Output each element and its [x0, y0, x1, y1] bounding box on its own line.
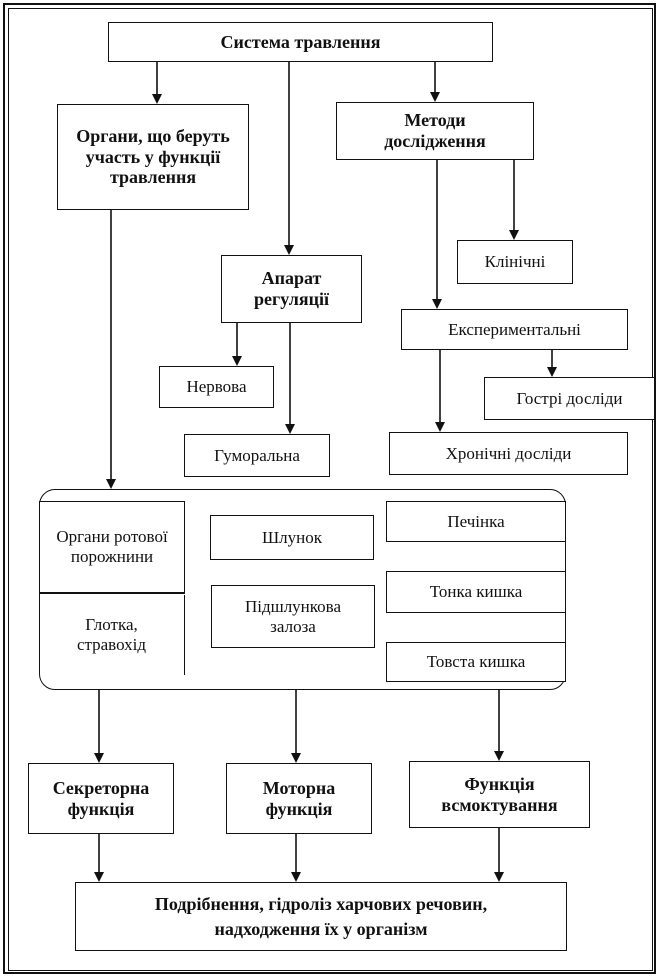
chronic-node: Хронічні досліди: [389, 432, 628, 475]
organ-liver: Печінка: [386, 501, 566, 542]
organ-large-intestine: Товста кишка: [386, 642, 566, 682]
result-node: Подрібнення, гідроліз харчових речовин, …: [75, 882, 567, 951]
inner-frame: [8, 8, 653, 971]
root-node: Система травлення: [108, 22, 493, 62]
motor-node: Моторна функція: [226, 763, 372, 834]
humoral-node: Гуморальна: [184, 434, 330, 477]
organ-stomach: Шлунок: [210, 515, 374, 560]
organ-oral: Органи ротової порожнини: [39, 501, 185, 593]
regulation-node: Апарат регуляції: [221, 255, 362, 323]
secretory-node: Секреторна функція: [28, 763, 174, 834]
methods-node: Методи дослідження: [336, 102, 534, 160]
nervous-node: Нервова: [159, 366, 274, 408]
organ-divider: [39, 593, 185, 594]
organs-node: Органи, що беруть участь у функції травл…: [57, 104, 249, 210]
organ-pancreas: Підшлункова залоза: [211, 585, 375, 648]
clinical-node: Клінічні: [457, 240, 573, 284]
absorption-node: Функція всмоктування: [409, 761, 590, 828]
outer-frame: [3, 3, 656, 974]
organ-small-intestine: Тонка кишка: [386, 571, 566, 613]
organ-pharynx: Глотка, стравохід: [39, 595, 185, 675]
experimental-node: Експериментальні: [401, 309, 628, 350]
acute-node: Гострі досліди: [484, 377, 655, 420]
